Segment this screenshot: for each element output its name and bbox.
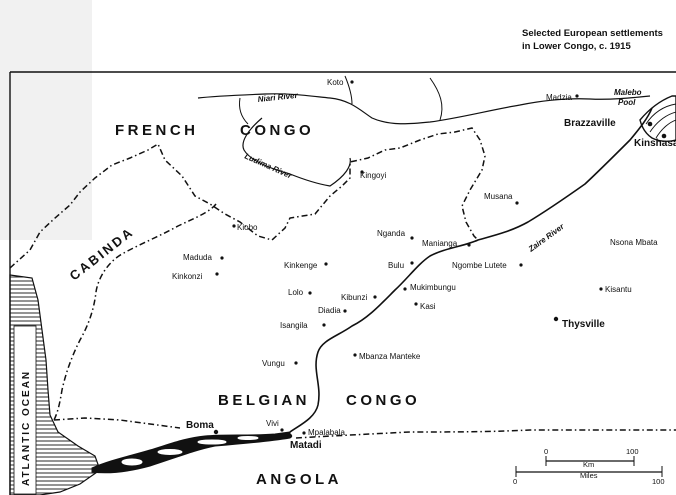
- region-belgian: BELGIAN: [218, 392, 310, 409]
- rivers: [197, 75, 653, 433]
- label-brazzaville: Brazzaville: [564, 118, 616, 129]
- marker-mukimbungu: [403, 287, 407, 291]
- label-isangila: Isangila: [280, 321, 308, 330]
- marker-kisantu: [599, 287, 603, 291]
- scale-km-zero: 0: [544, 447, 548, 456]
- ludima-river: [242, 117, 351, 187]
- malebo-pool: [639, 95, 676, 143]
- label-ngombe-lutete: Ngombe Lutete: [452, 261, 507, 270]
- marker-isangila: [322, 323, 326, 327]
- border-french-belgian: [9, 127, 486, 269]
- region-congo-french: CONGO: [240, 122, 314, 139]
- boundaries: [9, 127, 676, 439]
- marker-kinkonzi: [215, 272, 219, 276]
- marker-manianga: [467, 243, 471, 247]
- label-kiobo: Kiobo: [237, 223, 258, 232]
- marker-nganda: [410, 236, 414, 240]
- marker-kiobo: [232, 224, 236, 228]
- border-angola: [295, 429, 676, 439]
- marker-musana: [515, 201, 519, 205]
- label-malebo-1: Malebo: [614, 88, 642, 97]
- label-ludima-river: Ludima River: [243, 152, 294, 181]
- ocean-label-box: [13, 325, 37, 495]
- label-manianga: Manianga: [422, 239, 458, 248]
- marker-brazzaville: [647, 121, 653, 127]
- marker-boma: [213, 429, 219, 435]
- marker-maduda: [220, 256, 224, 260]
- label-mukimbungu: Mukimbungu: [410, 283, 456, 292]
- scale-mi-zero: 0: [513, 477, 517, 486]
- label-koto: Koto: [327, 78, 344, 87]
- marker-kingoyi: [360, 170, 364, 174]
- marker-thysville: [553, 316, 559, 322]
- label-mbanza-manteke: Mbanza Manteke: [359, 352, 421, 361]
- label-kibunzi: Kibunzi: [341, 293, 367, 302]
- region-french: FRENCH: [115, 122, 199, 139]
- marker-kinkenge: [324, 262, 328, 266]
- marker-koto: [350, 80, 354, 84]
- marker-vungu: [294, 361, 298, 365]
- label-mpalabala: Mpalabala: [308, 428, 345, 437]
- marker-kasi: [414, 302, 418, 306]
- label-kasi: Kasi: [420, 302, 436, 311]
- label-madzia: Madzia: [546, 93, 572, 102]
- marker-mbanza-manteke: [353, 353, 357, 357]
- label-zaire-river: Zaire River: [526, 222, 566, 255]
- scale-km-hundred: 100: [626, 447, 639, 456]
- zaire-river: [289, 107, 653, 433]
- label-kinkonzi: Kinkonzi: [172, 272, 202, 281]
- marker-kinshasa: [661, 133, 667, 139]
- label-lolo: Lolo: [288, 288, 304, 297]
- marker-matadi: [287, 433, 293, 439]
- region-angola: ANGOLA: [256, 471, 342, 488]
- label-kinshasa: Kinshasa: [634, 138, 676, 149]
- marker-lolo: [308, 291, 312, 295]
- label-bulu: Bulu: [388, 261, 404, 270]
- ocean-label: ATLANTIC OCEAN: [21, 370, 32, 486]
- label-kisantu: Kisantu: [605, 285, 632, 294]
- region-congo-belgian: CONGO: [346, 392, 420, 409]
- niari-river: [197, 93, 651, 125]
- label-malebo-2: Pool: [618, 98, 636, 107]
- marker-bulu: [410, 261, 414, 265]
- label-vivi: Vivi: [266, 419, 279, 428]
- marker-madzia: [575, 94, 579, 98]
- marker-vivi: [280, 428, 284, 432]
- label-thysville: Thysville: [562, 319, 605, 330]
- page-shadow: [0, 0, 92, 240]
- label-kingoyi: Kingoyi: [360, 171, 386, 180]
- scale-mi-unit: Miles: [580, 471, 598, 480]
- zaire-estuary: [91, 431, 291, 474]
- scale-km-unit: Km: [583, 460, 594, 469]
- scale-mi-hundred: 100: [652, 477, 665, 486]
- marker-ngombe-lutete: [519, 263, 523, 267]
- label-niari-river: Niari River: [257, 91, 299, 104]
- label-vungu: Vungu: [262, 359, 285, 368]
- marker-mpalabala: [302, 431, 306, 435]
- border-coast-south: [53, 417, 181, 429]
- marker-diadia: [343, 309, 347, 313]
- label-diadia: Diadia: [318, 306, 341, 315]
- label-boma: Boma: [186, 420, 214, 431]
- settlement-markers: [213, 80, 667, 439]
- map-title-line2: in Lower Congo, c. 1915: [522, 41, 631, 52]
- label-matadi: Matadi: [290, 440, 322, 451]
- border-cabinda: [53, 203, 217, 421]
- label-musana: Musana: [484, 192, 513, 201]
- label-nsona-mbata: Nsona Mbata: [610, 238, 658, 247]
- map-title-line1: Selected European settlements: [522, 28, 663, 39]
- marker-kibunzi: [373, 295, 377, 299]
- town-labels: Koto Madzia Brazzaville Kinshasa Kingoyi…: [172, 78, 676, 451]
- label-kinkenge: Kinkenge: [284, 261, 318, 270]
- label-maduda: Maduda: [183, 253, 212, 262]
- label-nganda: Nganda: [377, 229, 406, 238]
- scale-bar: [515, 456, 663, 477]
